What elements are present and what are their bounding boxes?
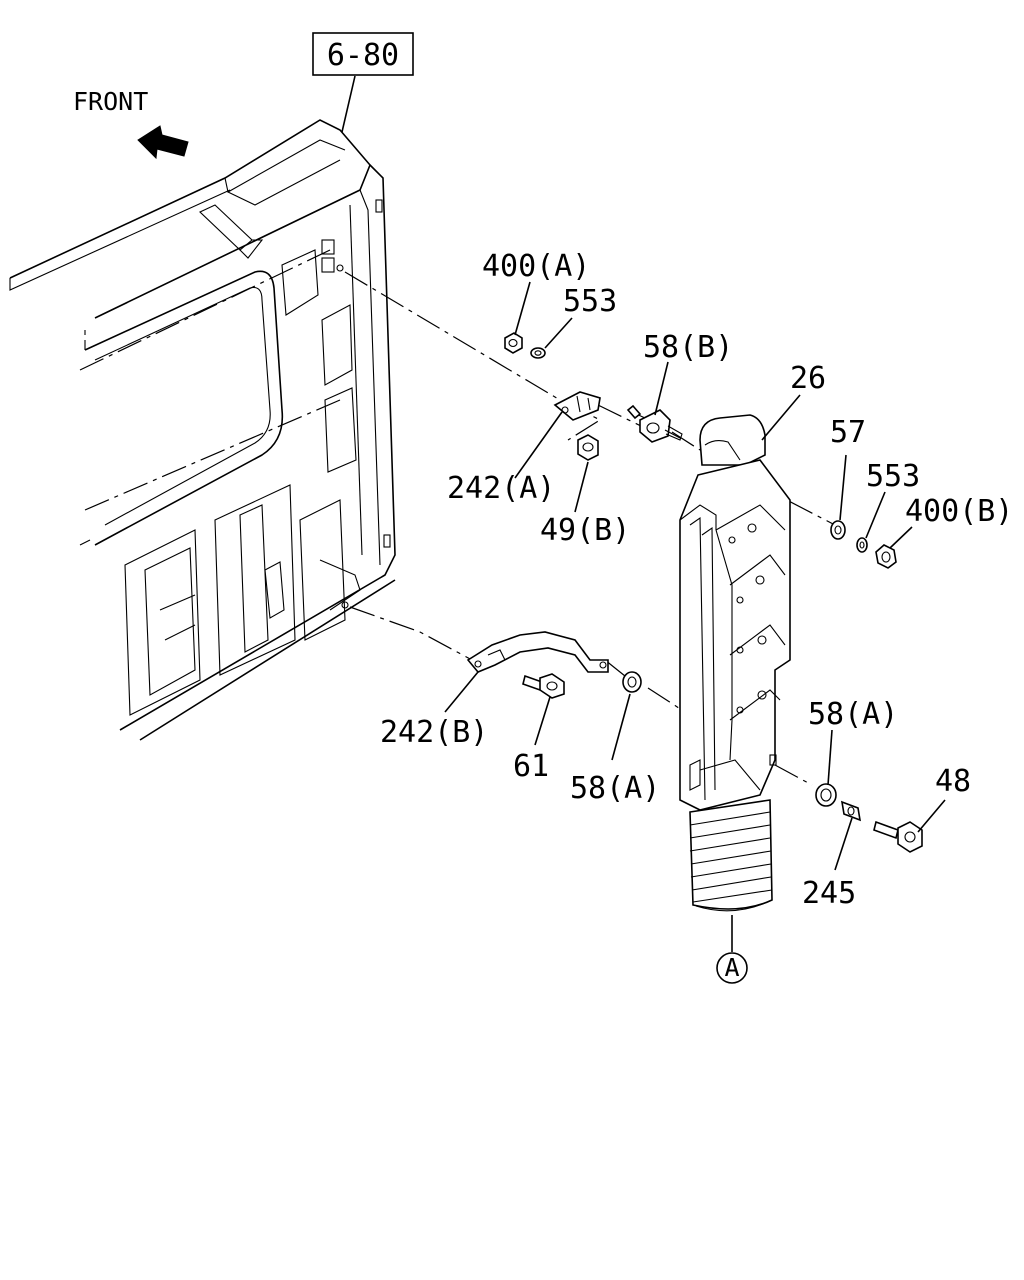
callout-48[interactable]: 48 (935, 764, 971, 799)
callout-400a[interactable]: 400(A) (482, 249, 590, 284)
grommet-58a-right[interactable] (815, 783, 837, 807)
collar-245[interactable] (840, 800, 862, 822)
front-indicator: FRONT (73, 87, 189, 160)
cab-back-panel (9, 119, 396, 741)
grommet-58a-left[interactable] (622, 671, 642, 693)
bracket-242a[interactable] (553, 391, 601, 421)
bracket-242b[interactable] (466, 631, 609, 673)
leader-lines (444, 281, 946, 871)
reference-box[interactable]: 6-80 (312, 32, 414, 133)
callout-553-lower[interactable]: 553 (866, 459, 920, 494)
callout-labels: 400(A) 553 58(B) 26 57 553 400(B) 242(A)… (380, 249, 1013, 911)
callout-400b[interactable]: 400(B) (905, 494, 1013, 529)
nut-400b[interactable] (875, 544, 897, 569)
clip-58b[interactable] (626, 404, 683, 443)
circle-marker-label: A (724, 953, 739, 982)
front-arrow-icon (137, 125, 189, 160)
callout-242a[interactable]: 242(A) (447, 471, 555, 506)
reference-box-frame (312, 32, 414, 76)
callout-49b[interactable]: 49(B) (540, 513, 630, 548)
washer-553-lower[interactable] (856, 537, 868, 553)
air-duct-26[interactable] (679, 414, 791, 912)
callout-61[interactable]: 61 (513, 749, 549, 784)
nut-49b[interactable] (577, 434, 599, 461)
callout-553-upper[interactable]: 553 (563, 284, 617, 319)
nut-400a[interactable] (504, 332, 523, 354)
callout-245[interactable]: 245 (802, 876, 856, 911)
reference-leader (341, 75, 356, 133)
assembly-lines (344, 271, 836, 786)
callout-57[interactable]: 57 (830, 415, 866, 450)
bolt-48[interactable] (873, 820, 923, 853)
bolt-61[interactable] (522, 673, 565, 699)
washer-57[interactable] (830, 520, 846, 540)
callout-58a-left[interactable]: 58(A) (570, 771, 660, 806)
reference-box-label: 6-80 (327, 38, 399, 73)
front-label: FRONT (73, 87, 148, 116)
callout-26[interactable]: 26 (790, 361, 826, 396)
washer-553-upper[interactable] (530, 347, 546, 359)
circle-marker-a[interactable]: A (716, 915, 748, 984)
callout-242b[interactable]: 242(B) (380, 715, 488, 750)
callout-58b[interactable]: 58(B) (643, 330, 733, 365)
callout-58a-right[interactable]: 58(A) (808, 697, 898, 732)
